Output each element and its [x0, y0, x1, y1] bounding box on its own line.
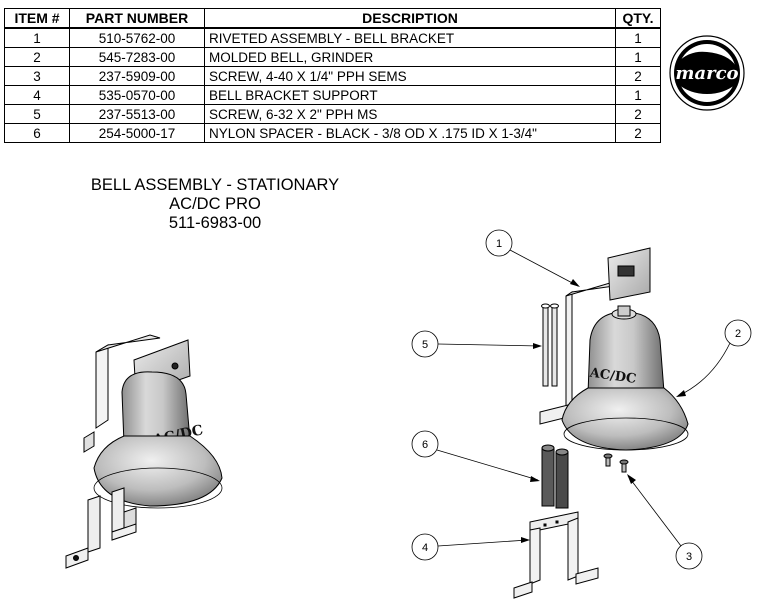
- callout-6: 6: [411, 430, 540, 482]
- callout-3: 3: [627, 474, 703, 570]
- callout-5: 5: [411, 330, 542, 358]
- table-row: 2 545-7283-00 MOLDED BELL, GRINDER 1: [4, 47, 661, 67]
- description-cell: BELL BRACKET SUPPORT: [204, 85, 616, 105]
- item-cell: 6: [4, 123, 70, 143]
- qty-cell: 2: [615, 66, 661, 86]
- svg-text:6: 6: [422, 439, 428, 451]
- svg-text:1: 1: [496, 238, 502, 250]
- part-number-cell: 237-5513-00: [69, 104, 205, 124]
- table-row: 6 254-5000-17 NYLON SPACER - BLACK - 3/8…: [4, 123, 661, 143]
- header-qty: QTY.: [615, 8, 661, 29]
- marco-logo-text: marco: [675, 63, 738, 84]
- parts-table-header-row: ITEM # PART NUMBER DESCRIPTION QTY.: [4, 8, 661, 29]
- part-number-cell: 254-5000-17: [69, 123, 205, 143]
- svg-text:5: 5: [422, 339, 428, 351]
- bell-acdc-label-exploded: AC/DC: [588, 366, 637, 388]
- table-row: 1 510-5762-00 RIVETED ASSEMBLY - BELL BR…: [4, 27, 661, 48]
- table-row: 4 535-0570-00 BELL BRACKET SUPPORT 1: [4, 85, 661, 105]
- marco-logo: marco: [669, 35, 745, 111]
- assembly-title-block: BELL ASSEMBLY - STATIONARY AC/DC PRO 511…: [60, 176, 370, 233]
- description-cell: MOLDED BELL, GRINDER: [204, 47, 616, 67]
- svg-text:4: 4: [422, 542, 428, 554]
- header-description: DESCRIPTION: [204, 8, 616, 29]
- parts-table: ITEM # PART NUMBER DESCRIPTION QTY. 1 51…: [4, 8, 661, 143]
- callout-1: 1: [485, 229, 580, 287]
- assembly-title: BELL ASSEMBLY - STATIONARY: [90, 176, 340, 194]
- qty-cell: 2: [615, 123, 661, 143]
- description-cell: RIVETED ASSEMBLY - BELL BRACKET: [204, 27, 616, 48]
- assembly-part-number: 511-6983-00: [168, 214, 262, 232]
- svg-text:3: 3: [686, 551, 692, 563]
- assembly-subtitle: AC/DC PRO: [169, 195, 261, 213]
- description-cell: NYLON SPACER - BLACK - 3/8 OD X .175 ID …: [204, 123, 616, 143]
- part-number-cell: 237-5909-00: [69, 66, 205, 86]
- callout-2: 2: [676, 319, 752, 397]
- header-part-number: PART NUMBER: [69, 8, 205, 29]
- exploded-bell-view: AC/DC: [513, 247, 689, 599]
- svg-text:2: 2: [735, 328, 741, 340]
- assembled-bell-view: AC/DC: [65, 334, 223, 569]
- callout-4: 4: [411, 533, 530, 561]
